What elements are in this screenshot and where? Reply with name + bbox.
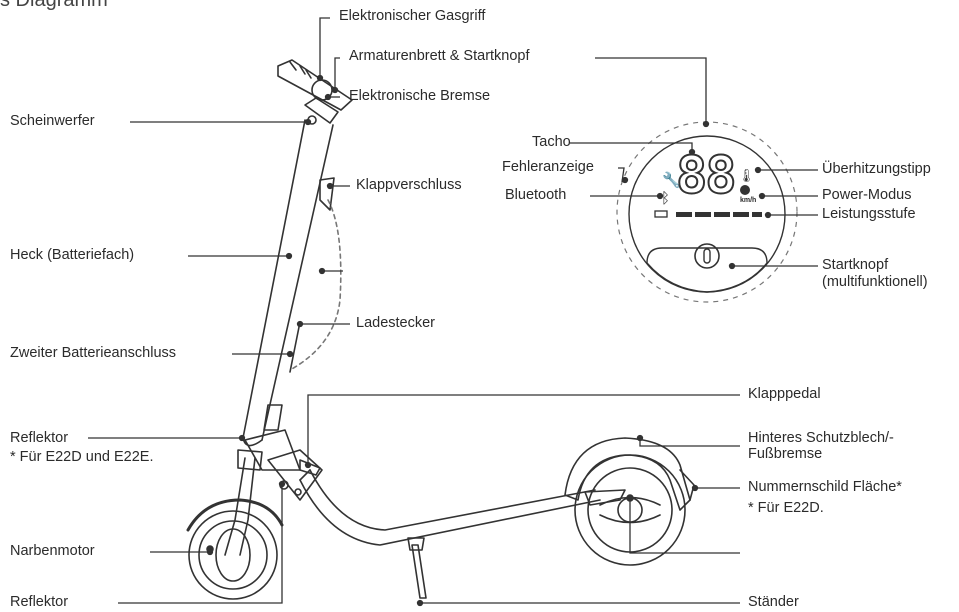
bluetooth-icon: ᛒ (661, 189, 670, 207)
label-tacho: Tacho (532, 134, 571, 150)
label-heck: Heck (Batteriefach) (10, 247, 135, 263)
speed-digits: 88 (675, 146, 738, 206)
label-ueberhitzung: Überhitzungstipp (822, 161, 931, 177)
label-armaturenbrett: Armaturenbrett & Startknopf (349, 48, 530, 64)
dashboard-display (616, 121, 798, 303)
thermometer-icon: 🌡 (738, 168, 755, 184)
label-startknopf-1: Startknopf (822, 257, 889, 273)
label-reflektor-front: Reflektor (10, 430, 69, 446)
front-wheel (188, 510, 278, 600)
label-fehleranzeige: Fehleranzeige (502, 159, 594, 175)
label-gasgriff: Elektronischer Gasgriff (339, 8, 486, 24)
label-schutzblech-1: Hinteres Schutzblech/- (748, 430, 894, 446)
label-ladestecker: Ladestecker (356, 315, 435, 331)
power-mode-icon (740, 185, 750, 195)
label-klapppedal: Klapppedal (748, 386, 821, 402)
label-nummernschild: Nummernschild Fläche* (748, 479, 902, 495)
label-scheinwerfer: Scheinwerfer (10, 113, 95, 129)
wrench-icon: 🔧 (662, 170, 681, 189)
label-klappverschluss: Klappverschluss (356, 177, 462, 193)
label-startknopf-2: (multifunktionell) (822, 274, 928, 290)
page-title: s Diagramm (0, 0, 108, 11)
label-staender: Ständer (748, 594, 799, 610)
label-reflektor-note: * Für E22D und E22E. (10, 449, 154, 465)
label-power-modus: Power-Modus (822, 187, 912, 203)
label-bluetooth: Bluetooth (505, 187, 567, 203)
label-bremse: Elektronische Bremse (349, 88, 491, 104)
label-leistungsstufe: Leistungsstufe (822, 206, 916, 222)
speed-unit: km/h (740, 197, 757, 204)
label-narbenmotor: Narbenmotor (10, 543, 95, 559)
label-schutzblech-2: Fußbremse (748, 446, 823, 462)
label-zweiter-batterie: Zweiter Batterieanschluss (10, 345, 177, 361)
label-nummernschild-note: * Für E22D. (748, 500, 824, 516)
label-reflektor-bottom: Reflektor (10, 594, 69, 610)
